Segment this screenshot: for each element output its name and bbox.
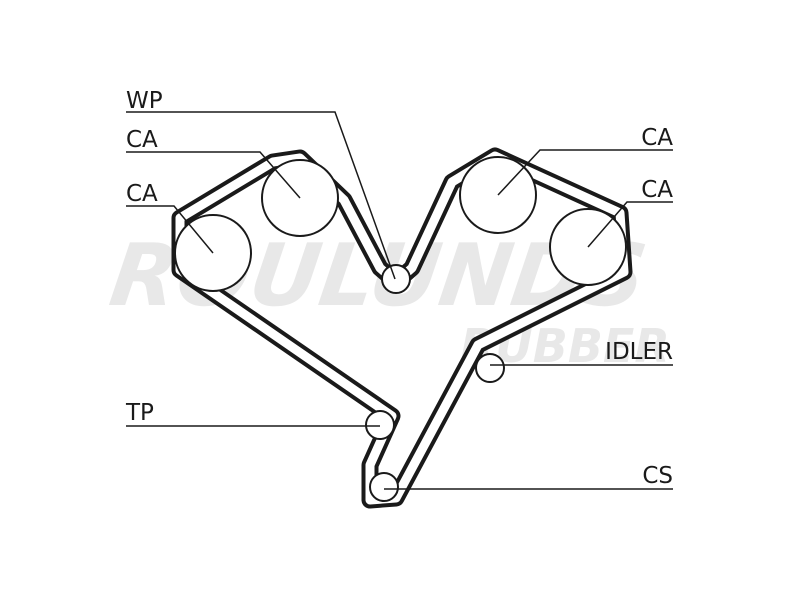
- label-wp: WP: [126, 88, 163, 114]
- tensioner-pulley: [365, 410, 395, 440]
- labels: WP CA CA CA CA IDLER TP CS: [125, 88, 673, 489]
- leader-line-ca-left-upper: [126, 151, 301, 199]
- label-cs: CS: [642, 463, 673, 489]
- label-ca-right-upper: CA: [641, 125, 673, 151]
- leader-line-ca-right-lower: [587, 201, 673, 248]
- label-ca-left-upper: CA: [126, 127, 158, 153]
- leader-line-ca-right-upper: [497, 149, 673, 196]
- water-pump-pulley: [381, 264, 411, 294]
- label-idler: IDLER: [605, 339, 673, 365]
- leader-lines: [126, 111, 673, 490]
- leader-line-ca-left-lower: [126, 205, 214, 254]
- crankshaft-pulley: [369, 472, 399, 502]
- label-tp: TP: [125, 400, 154, 426]
- leader-line-wp: [126, 111, 396, 280]
- idler-pulley: [475, 353, 505, 383]
- label-ca-right-lower: CA: [641, 177, 673, 203]
- label-ca-left-lower: CA: [126, 181, 158, 207]
